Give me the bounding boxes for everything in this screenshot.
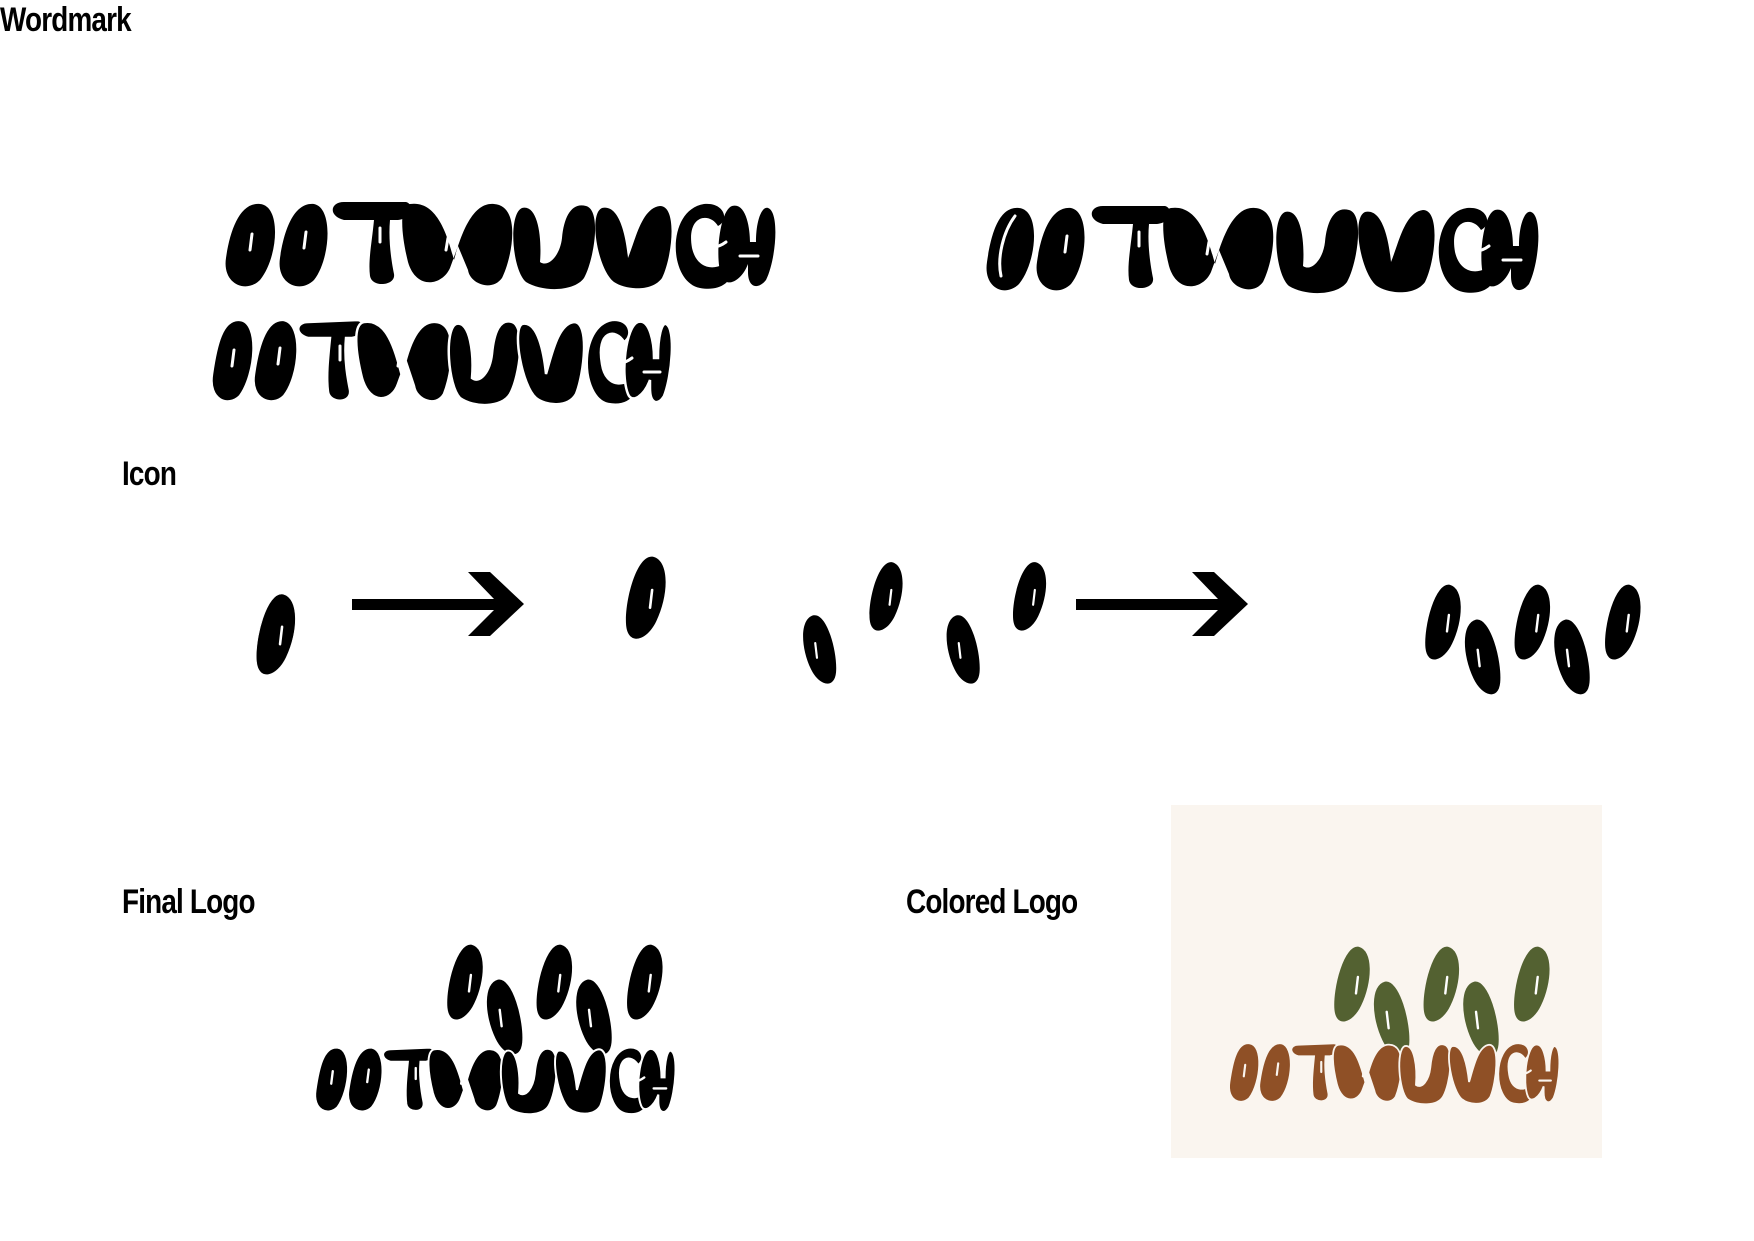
final-logo-section-title: Final Logo [122, 883, 256, 921]
icon-single-oat [255, 592, 297, 676]
colored-logo-section-title: Colored Logo [906, 883, 1078, 921]
right-arrow-icon [1076, 572, 1248, 636]
final-logo-icon [445, 942, 665, 1057]
colored-logo-wordmark [1228, 1042, 1561, 1106]
final-logo-wordmark [314, 1046, 677, 1116]
icon-oat-sequence [624, 555, 1048, 685]
colored-logo-icon [1332, 944, 1552, 1059]
colored-logo-panel [1171, 805, 1602, 1158]
icon-section-title: Icon [122, 455, 177, 493]
wordmark-variant-flat [225, 202, 776, 290]
wordmark-section-title: Wordmark [0, 1, 132, 39]
right-arrow-icon [352, 572, 524, 636]
wordmark-variant-outlined [986, 206, 1539, 294]
icon-cluster [1423, 582, 1643, 697]
wordmark-variant-stacked [210, 318, 674, 407]
